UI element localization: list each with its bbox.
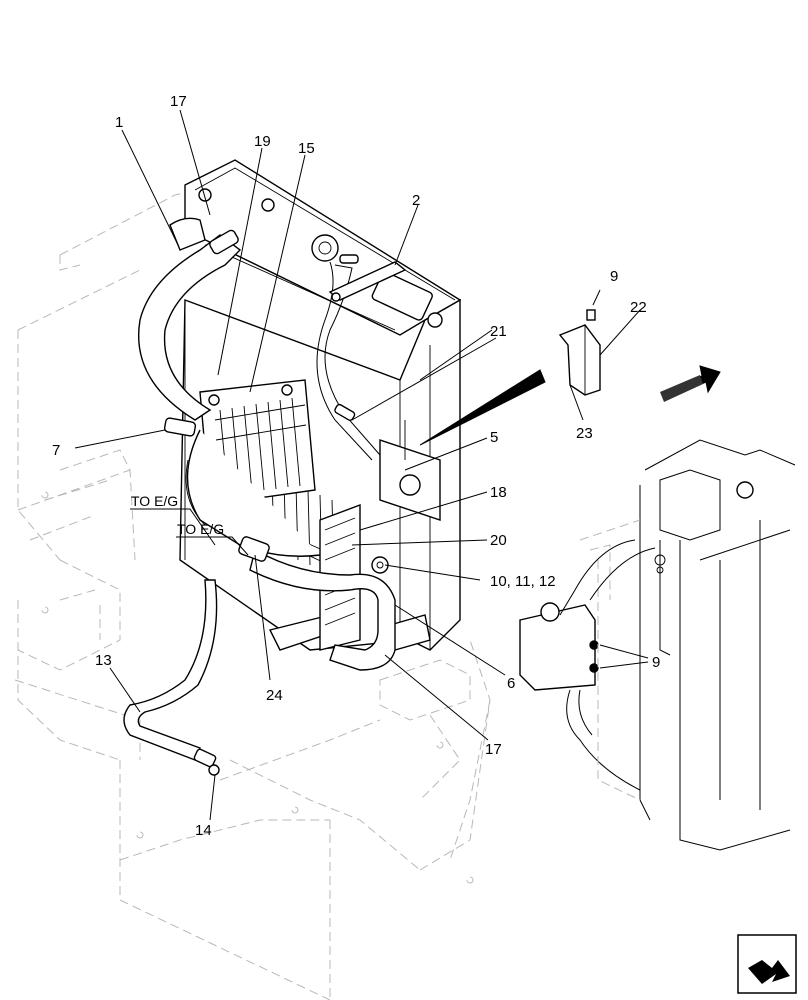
callout-15: 15 [298,140,315,157]
drain-hose [123,579,220,776]
bolt-9b [589,663,599,673]
reserve-tank-detail [519,602,641,791]
upper-hose [138,217,242,437]
callout-6: 6 [507,675,515,692]
fwd-arrow-icon: FWD [660,365,721,410]
callout-19: 19 [254,133,271,150]
callouts: 1 2 5 6 7 9 9 10, 11, 12 13 14 15 17 17 … [52,93,660,839]
chassis-outline [14,174,491,1000]
callout-9-top: 9 [610,268,618,285]
callout-23: 23 [576,425,593,442]
to-eg-underlines [130,508,249,556]
callout-1: 1 [115,114,123,131]
callout-24: 24 [266,687,283,704]
callout-20: 20 [490,532,507,549]
bracket-detail [558,309,601,396]
callout-17-top: 17 [170,93,187,110]
notes: TO E/G TO E/G [131,493,224,537]
callout-22: 22 [630,299,647,316]
callout-2: 2 [412,192,420,209]
callout-18: 18 [490,484,507,501]
callout-17-bottom: 17 [485,741,502,758]
leader-lines [74,109,649,821]
callout-14: 14 [195,822,212,839]
callout-21: 21 [490,323,507,340]
lower-hose [238,536,396,671]
machine-frame-detail [559,439,796,851]
bolt-9a [589,640,599,650]
callout-13: 13 [95,652,112,669]
pointer-arrow [419,369,546,446]
callout-7: 7 [52,442,60,459]
fan-shroud [185,429,321,557]
callout-5: 5 [490,429,498,446]
callout-10-11-12: 10, 11, 12 [490,573,556,590]
upper-stay-bar [328,261,407,302]
note-to-eg-1: TO E/G [131,493,178,509]
next-page-arrow-icon[interactable] [737,934,797,994]
note-to-eg-2: TO E/G [177,521,224,537]
callout-9-tank: 9 [652,654,660,671]
